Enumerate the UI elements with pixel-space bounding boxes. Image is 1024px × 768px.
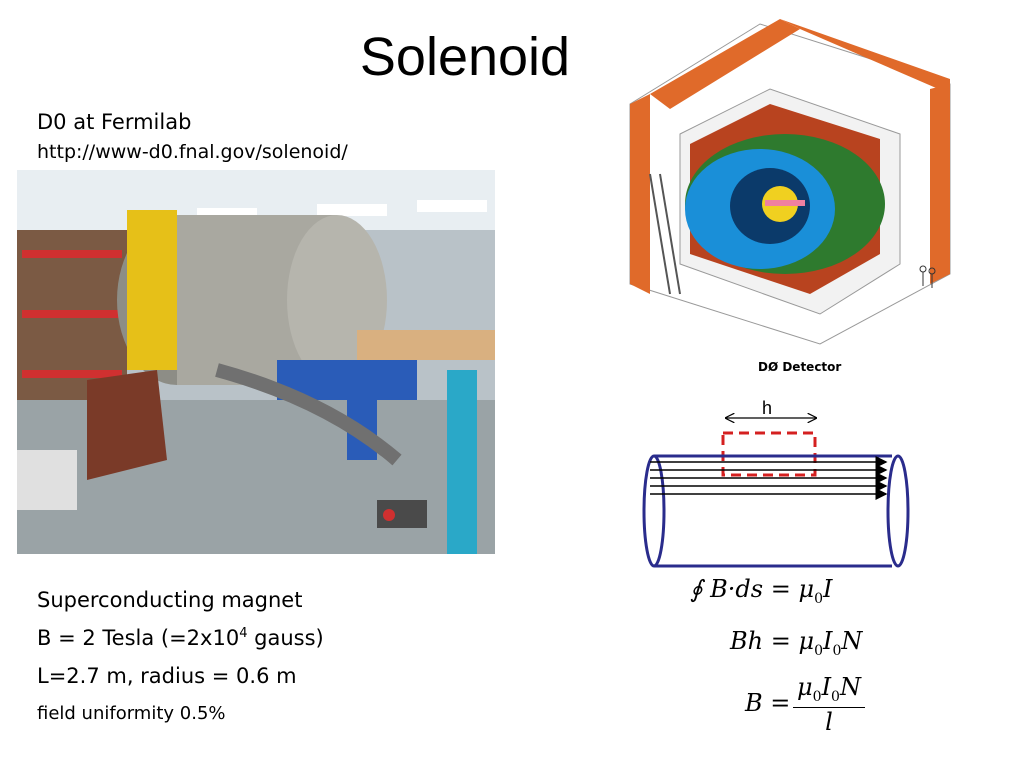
- eq1-mu: μ: [798, 575, 815, 603]
- eq1-lhs: ∮ B·ds =: [690, 575, 791, 603]
- eq1-rhs: I: [823, 575, 833, 603]
- eq3-denominator: l: [825, 707, 833, 736]
- lab-name: D0 at Fermilab: [37, 110, 192, 134]
- solenoid-field-diagram: h: [642, 398, 910, 568]
- eq3-lhs: B =: [745, 689, 791, 717]
- d0-detector-illustration: [629, 19, 951, 345]
- eq2-sub2: 0: [832, 642, 842, 659]
- field-strength-text: B = 2 Tesla (=2x10: [37, 626, 240, 650]
- amperian-loop: [721, 431, 817, 477]
- eq3-numerator: μ0I0N: [793, 673, 865, 708]
- eq3-sub1: 0: [812, 688, 822, 705]
- eq2-mid: I: [822, 627, 833, 655]
- bh-equation: Bh = μ0I0N: [730, 627, 862, 659]
- detector-caption: DØ Detector: [758, 360, 842, 374]
- eq3-num-i: I: [821, 673, 832, 701]
- eq1-sub: 0: [814, 590, 823, 607]
- eq3-num-n: N: [839, 673, 861, 701]
- bullet-superconducting: Superconducting magnet: [37, 588, 303, 612]
- bullet-field-strength: B = 2 Tesla (=2x104 gauss): [37, 626, 324, 650]
- solenoid-right-end: [886, 454, 910, 568]
- bullet-uniformity: field uniformity 0.5%: [37, 703, 226, 724]
- solenoid-url[interactable]: http://www-d0.fnal.gov/solenoid/: [37, 141, 348, 163]
- field-strength-unit: gauss): [247, 626, 324, 650]
- solenoid-photo: [17, 170, 495, 554]
- eq3-fraction: μ0I0N l: [793, 673, 865, 736]
- slide-title: Solenoid: [359, 27, 571, 87]
- eq3-num-mu: μ: [797, 673, 813, 701]
- eq2-lhs: Bh = μ: [730, 627, 815, 655]
- eq3-sub2: 0: [831, 688, 840, 705]
- eq2-sub1: 0: [814, 642, 823, 659]
- field-strength-exponent: 4: [239, 626, 248, 641]
- h-label: h: [762, 398, 772, 418]
- eq2-rhs: N: [841, 627, 863, 655]
- bullet-dimensions: L=2.7 m, radius = 0.6 m: [37, 664, 297, 688]
- solenoid-left-end: [642, 454, 666, 568]
- ampere-law-equation: ∮ B·ds = μ0I: [690, 575, 832, 607]
- field-lines: [650, 456, 888, 500]
